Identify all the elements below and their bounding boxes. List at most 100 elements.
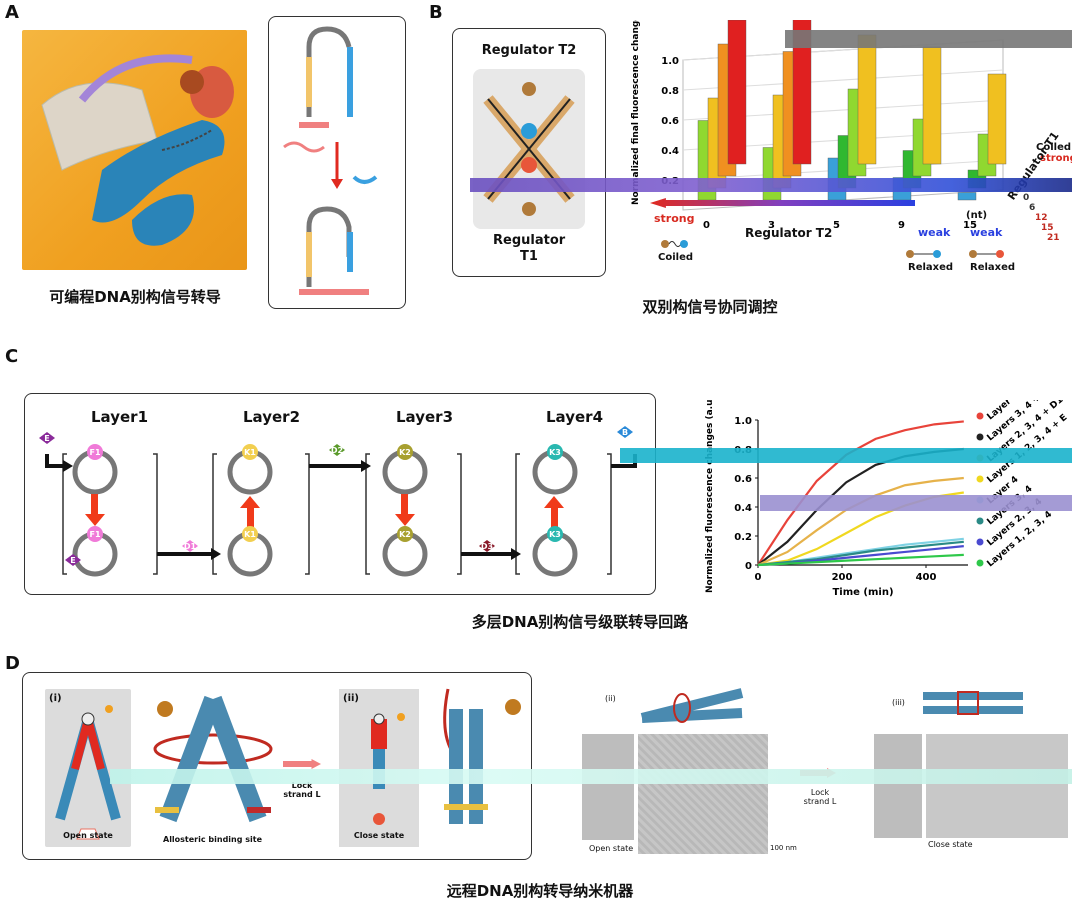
open-state-label: Open state: [63, 831, 113, 840]
regulator-t1-label: Regulator T1: [493, 233, 566, 264]
svg-text:K3: K3: [549, 530, 561, 539]
label-iii-tem: (iii): [892, 698, 905, 707]
relaxed-icon-2: [968, 246, 1008, 265]
legend-marker: [976, 433, 984, 441]
y-tick-label: 0.4: [661, 146, 679, 157]
bar: [957, 192, 977, 201]
y-tick-label: 0.2: [734, 532, 752, 543]
panel-b-caption: 双别构信号协同调控: [642, 298, 778, 316]
y-tick-label: 0.6: [734, 474, 752, 485]
panel-b-regulator-box: Regulator T2 Regulator T1: [452, 28, 606, 277]
glitch-band-c2: [760, 495, 1072, 511]
svg-text:K2: K2: [399, 530, 411, 539]
close-state-card: (ii) Close state: [339, 689, 419, 847]
glitch-band-c1: [620, 448, 1072, 463]
allosteric-site-label: Allosteric binding site: [163, 835, 262, 844]
y-tick-label: 0.6: [661, 116, 679, 127]
y-tick-label: 1.0: [734, 416, 752, 427]
layer2-title: Layer2: [243, 408, 301, 426]
weak-label-bottom: weak: [918, 226, 951, 239]
glitch-band-b1: [470, 178, 1072, 192]
t2-gradient-arrow: [650, 198, 915, 208]
series-line: [757, 420, 964, 566]
y-axis-title: Normalized final fluorescence change val…: [631, 20, 641, 205]
svg-text:D2: D2: [331, 446, 343, 455]
y-tick-label: 1.0: [661, 56, 679, 67]
scale-bar-label: 100 nm: [770, 844, 797, 852]
panel-c-circuit-box: Layer1 Layer2 Layer3 Layer4: [24, 393, 656, 595]
x-axis-title: Time (min): [832, 587, 893, 598]
label-ii-tem: (ii): [605, 694, 616, 703]
bar: [987, 73, 1007, 165]
series-line: [757, 540, 964, 567]
svg-text:K3: K3: [549, 448, 561, 457]
svg-text:D3: D3: [481, 542, 493, 551]
z-tick-label: 0: [1023, 193, 1029, 203]
label-ii: (ii): [343, 693, 359, 704]
open-state-3d-model: [632, 678, 752, 728]
close-state-tem-label: Close state: [928, 840, 973, 849]
bar: [857, 34, 877, 165]
nt-label: (nt): [966, 210, 988, 221]
close-state-origami: [443, 688, 521, 824]
y-axis-title: Normalized fluorescence changes (a.u.): [705, 400, 715, 593]
open-state-card: (i) Open state: [45, 689, 131, 847]
relaxed-icon-1: [905, 246, 945, 265]
y-tick-label: 0.8: [661, 86, 679, 97]
panel-c-caption: 多层DNA别构信号级联转导回路: [471, 613, 689, 631]
open-state-origami: [153, 695, 273, 823]
svg-text:E: E: [70, 556, 75, 565]
panel-c-label: C: [5, 346, 19, 367]
legend-marker: [976, 517, 984, 525]
open-state-tweezer-icon: [55, 705, 121, 840]
legend-marker: [976, 412, 984, 420]
x-origami-icon: [483, 82, 575, 216]
regulator-inner-panel: [473, 69, 585, 229]
bar: [727, 19, 747, 165]
svg-text:F1: F1: [89, 448, 100, 457]
hairpin-schematic: [283, 26, 378, 295]
panel-b-label: B: [429, 2, 443, 23]
strong-label-right: strong: [1040, 153, 1072, 164]
coiled-icon-left: [660, 236, 688, 248]
cascade-circuit-diagram: E F1 F1 E D1 K1 K1 D2 K2 K2 D3 K3 K3 B: [39, 426, 637, 577]
x-tick-label: 3: [768, 220, 775, 231]
strong-label-left: strong: [654, 212, 695, 225]
panel-a-label: A: [5, 2, 19, 23]
close-state-3d-model: [918, 684, 1028, 724]
relaxed-label-1: Relaxed: [908, 262, 954, 273]
svg-text:D1: D1: [184, 542, 197, 551]
x-tick-label: 5: [833, 220, 840, 231]
glitch-band-d1: [110, 769, 1072, 784]
y-tick-label: 0: [745, 561, 752, 572]
lock-strand-label-1: Lock strand L: [283, 781, 321, 799]
relaxed-label-2: Relaxed: [970, 262, 1016, 273]
lock-strand-label-2: Lock strand L: [803, 788, 837, 806]
tem-close-right: [926, 734, 1068, 838]
svg-text:K1: K1: [244, 448, 256, 457]
tem-open-left: [582, 734, 634, 840]
panel-a-caption: 可编程DNA别构信号转导: [49, 288, 221, 306]
z-tick-label: 15: [1041, 223, 1054, 233]
bar: [922, 46, 942, 165]
svg-text:E: E: [44, 434, 49, 443]
close-state-tweezer-icon: [371, 713, 405, 825]
svg-text:K1: K1: [244, 530, 256, 539]
x-tick-label: 400: [916, 572, 937, 583]
coiled-label-left: Coiled: [658, 252, 694, 263]
panel-d-label: D: [5, 653, 20, 674]
close-state-label: Close state: [353, 831, 405, 840]
z-tick-label: 12: [1035, 213, 1048, 223]
coiled-label-right: Coiled: [1036, 142, 1072, 153]
layer1-title: Layer1: [91, 408, 149, 426]
series-line: [757, 553, 964, 567]
dna-protein-illustration: [41, 54, 234, 246]
panel-a-schematic-box: [268, 16, 406, 309]
glitch-band-b2: [785, 30, 1072, 48]
svg-text:K2: K2: [399, 448, 411, 457]
x-tick-label: 200: [832, 572, 853, 583]
lock-strand-arrow-1: [283, 759, 321, 769]
y-tick-label: 0.4: [734, 503, 752, 514]
legend-marker: [976, 559, 984, 567]
tem-open-right: [638, 734, 768, 854]
